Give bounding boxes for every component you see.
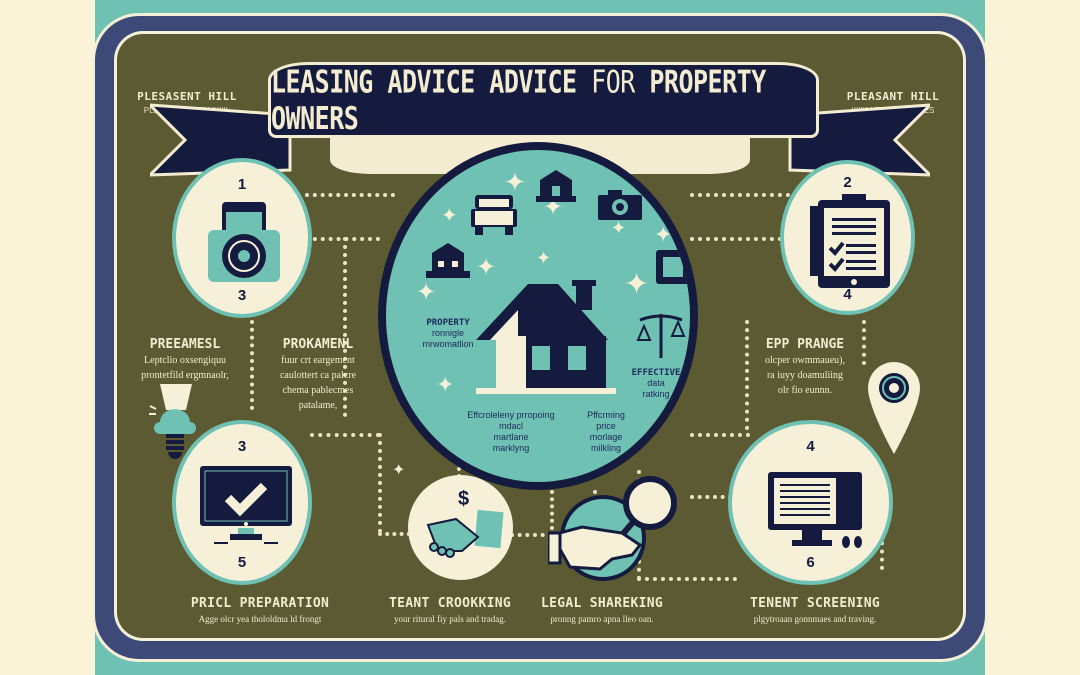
corner-title-left: PLESASENT HILL: [137, 90, 237, 103]
section-text: olr fio eunnn.: [777, 385, 833, 396]
clipboard-checklist-icon: [810, 194, 890, 288]
background-right-margin: [985, 0, 1080, 675]
monitor-document-icon: [768, 472, 862, 548]
scales-icon: [636, 314, 686, 358]
connector-line: [690, 237, 790, 241]
connector-line: [690, 495, 740, 499]
step-number: 4: [843, 286, 852, 303]
sparkle-icon: ✦: [654, 223, 673, 248]
bottom-desc: pronng pamro apna lleo oan.: [550, 614, 654, 624]
section-text: prontetfild ergmnaolr,: [141, 370, 229, 381]
center-illustration: ✦ ✦ ✦ ✦ ✦ ✦ ✦ ✦ ✦ ✦: [378, 142, 698, 490]
house-icon: [476, 280, 616, 394]
connector-line: [378, 433, 382, 533]
background-left-margin: [0, 0, 95, 675]
step-number: 3: [237, 287, 247, 304]
bottom-desc: Agge olcr yea thololdma ld frongt: [198, 614, 322, 624]
connector-line: [690, 433, 750, 437]
step-number: 4: [806, 438, 815, 455]
step-circle-monitor-check: 3 5: [172, 420, 312, 585]
section-heading: EPP PRANGE: [765, 337, 845, 352]
section-label-right-1: EPP PRANGE olcper owmmaueu), ra iuyy doa…: [750, 337, 860, 397]
sparkle-icon: ✦: [624, 267, 650, 302]
step-number: 5: [237, 554, 247, 571]
sparkle-icon: ✦: [441, 203, 458, 227]
section-text: olcper owmmaueu),: [765, 355, 845, 366]
frame-icon: [656, 250, 690, 284]
step-circle-monitor-document: 4 6: [728, 420, 893, 585]
center-text-right: EFFECTIVE data ratking: [631, 368, 681, 399]
sparkle-icon: ✦: [476, 253, 497, 281]
bottom-label-2: TEANT CROOKKING your ritural fiy pals an…: [380, 596, 520, 624]
connector-line: [690, 193, 790, 197]
handshake-dollar-icon: $: [426, 488, 504, 558]
step-number: 1: [237, 176, 247, 193]
connector-line: [510, 533, 560, 537]
camera-icon: [208, 202, 280, 282]
section-heading: PROKAMENL: [282, 337, 354, 352]
center-text-bottom-left: Effcroleleny prropoing mdacl martlane ma…: [467, 410, 555, 453]
sparkle-icon: ✦: [611, 218, 627, 239]
handshake-circle: $: [408, 475, 513, 580]
sparkle-icon: ✦: [504, 168, 526, 198]
title-banner: LEASING ADVICE ADVICE FOR PROPERTY OWNER…: [268, 62, 819, 138]
sparkle-icon: ✦: [392, 460, 406, 479]
camera-icon: [598, 190, 642, 220]
bottom-label-3: LEGAL SHAREKING pronng pamro apna lleo o…: [532, 596, 672, 624]
bottom-desc: your ritural fiy pals and tradag.: [394, 614, 506, 624]
sparkle-icon: ✦: [416, 278, 437, 306]
bottom-label-4: TENENT SCREENING plgytroaan gonnmaes and…: [735, 596, 895, 624]
connector-line: [637, 577, 737, 581]
bottom-desc: plgytroaan gonnmaes and traving.: [753, 614, 877, 624]
building-icon: [426, 243, 470, 278]
center-text-left: PROPERTY ronnigle mrwomatlion: [422, 318, 474, 349]
step-number: 3: [237, 438, 247, 455]
page-title: LEASING ADVICE ADVICE FOR PROPERTY OWNER…: [271, 63, 766, 137]
connector-line: [305, 193, 395, 197]
building-icon: [536, 170, 576, 202]
sparkle-icon: ✦: [436, 373, 455, 398]
bottom-label-1: PRICL PREPARATION Agge olcr yea thololdm…: [170, 596, 350, 624]
section-text: patalame,: [298, 400, 338, 411]
hand-magnifier-icon: [548, 476, 677, 571]
section-text: caulottert ca palcre: [279, 370, 357, 381]
bottom-heading: TENENT SCREENING: [749, 596, 881, 611]
step-number: 6: [806, 554, 815, 571]
connector-line: [310, 433, 380, 437]
section-text: fuur crt eargement: [281, 355, 355, 366]
sparkle-icon: ✦: [536, 248, 552, 269]
step-circle-clipboard: 2 4: [780, 160, 915, 315]
section-text: Leptclio oxsengiquu: [144, 355, 226, 366]
step-number: 2: [843, 174, 852, 191]
section-text: ra iuyy doamuliing: [766, 370, 844, 381]
connector-line: [745, 320, 749, 430]
section-text: chema pablecmes: [282, 385, 354, 396]
connector-line: [457, 460, 461, 485]
lightbulb-icon: [149, 384, 196, 459]
truck-icon: [471, 195, 517, 235]
connector-line: [378, 532, 418, 536]
connector-line: [250, 320, 254, 410]
center-text-bottom-right: Pffcrming price morlage milkling: [587, 410, 625, 453]
connector-line: [343, 237, 347, 417]
connector-line: [550, 490, 554, 530]
bottom-heading: LEGAL SHAREKING: [541, 596, 663, 611]
svg-text:$: $: [458, 488, 469, 510]
bottom-heading: TEANT CROOKKING: [389, 596, 511, 611]
corner-title-right: PLEASANT HILL: [846, 90, 940, 103]
section-label-left-2: PROKAMENL fuur crt eargement caulottert …: [258, 337, 378, 412]
location-pin-icon: [868, 362, 920, 454]
monitor-checkmark-icon: [200, 466, 292, 544]
step-circle-camera: 1 3: [172, 158, 312, 318]
section-label-left-1: PREEAMESL Leptclio oxsengiquu prontetfil…: [130, 337, 240, 382]
section-heading: PREEAMESL: [149, 337, 221, 352]
connector-line: [862, 320, 866, 365]
bottom-heading: PRICL PREPARATION: [190, 596, 330, 611]
connector-line: [305, 237, 380, 241]
